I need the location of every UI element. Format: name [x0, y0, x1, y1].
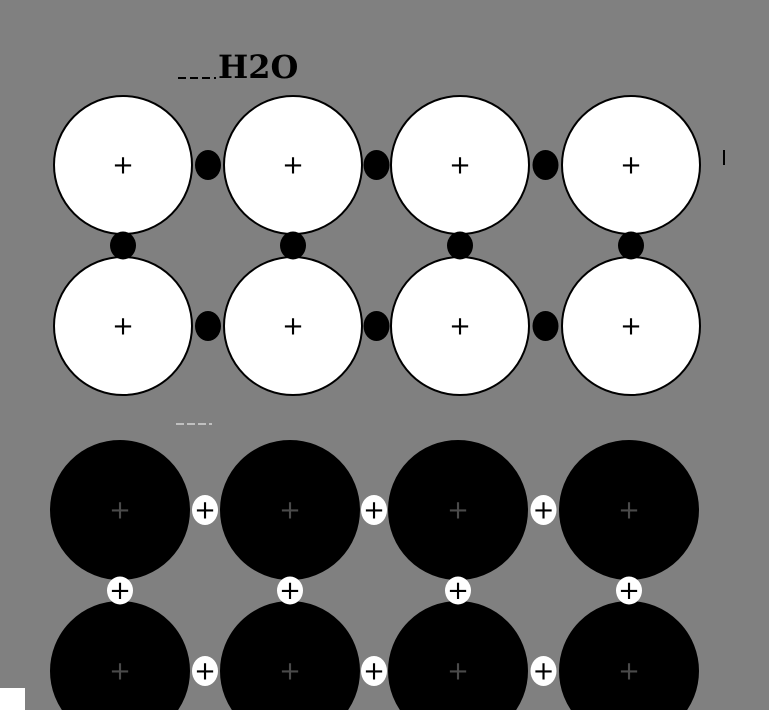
top-lattice-atom-sign: + [620, 312, 642, 342]
bottom-lattice-atom-sign: + [279, 496, 301, 526]
top-lattice-interstitial [363, 150, 390, 180]
bottom-lattice-interstitial [107, 576, 133, 605]
bottom-lattice-atom-sign: + [447, 657, 469, 687]
corner-block [0, 688, 25, 710]
top-lattice-atom-sign: + [449, 151, 471, 181]
bottom-lattice-interstitial-sign: + [363, 657, 385, 687]
top-lattice-interstitial [280, 231, 306, 260]
bottom-lattice-interstitial [361, 656, 387, 686]
bottom-lattice-interstitial [192, 495, 218, 525]
bottom-lattice-interstitial-sign: + [447, 576, 469, 606]
bottom-lattice-atom-sign: + [618, 496, 640, 526]
bottom-lattice-interstitial [530, 656, 557, 686]
bottom-lattice-interstitial-sign: + [533, 657, 555, 687]
bottom-lattice-interstitial-sign: + [194, 496, 216, 526]
top-lattice-atom-sign: + [282, 312, 304, 342]
bottom-lattice-interstitial [192, 656, 218, 686]
top-lattice-atom-sign: + [620, 151, 642, 181]
diagram-title: H2O [218, 48, 298, 86]
top-lattice-interstitial [363, 311, 390, 341]
top-lattice-atom-sign: + [282, 151, 304, 181]
top-lattice-interstitial [532, 311, 559, 341]
bottom-lattice-interstitial [277, 576, 303, 605]
top-lattice-atom-sign: + [449, 312, 471, 342]
top-lattice-atom-sign: + [112, 151, 134, 181]
top-lattice-interstitial [110, 231, 136, 260]
top-lattice-interstitial [195, 150, 221, 180]
bottom-lattice-interstitial-sign: + [109, 576, 131, 606]
top-lattice-interstitial [195, 311, 221, 341]
bottom-lattice-interstitial [445, 576, 471, 605]
top-lattice-interstitial [618, 231, 644, 260]
bottom-lattice-atom-sign: + [447, 496, 469, 526]
bottom-lattice-interstitial-sign: + [363, 496, 385, 526]
bottom-lattice-interstitial-sign: + [194, 657, 216, 687]
bottom-lattice-interstitial-sign: + [279, 576, 301, 606]
top-lattice-atom-sign: + [112, 312, 134, 342]
bottom-lattice-interstitial-sign: + [533, 496, 555, 526]
lattice-layer: + + + + + + + + + + + + + + + + + + + + + + + + + + [50, 95, 701, 710]
top-lattice-interstitial [532, 150, 559, 180]
bottom-lattice-interstitial [616, 576, 642, 605]
bottom-lattice-atom-sign: + [279, 657, 301, 687]
bottom-lattice-atom-sign: + [618, 657, 640, 687]
bottom-lattice-interstitial [530, 495, 557, 525]
bottom-lattice-interstitial [361, 495, 387, 525]
bottom-lattice-atom-sign: + [109, 496, 131, 526]
bottom-lattice-interstitial-sign: + [618, 576, 640, 606]
bottom-lattice-atom-sign: + [109, 657, 131, 687]
top-lattice-interstitial [447, 231, 473, 260]
